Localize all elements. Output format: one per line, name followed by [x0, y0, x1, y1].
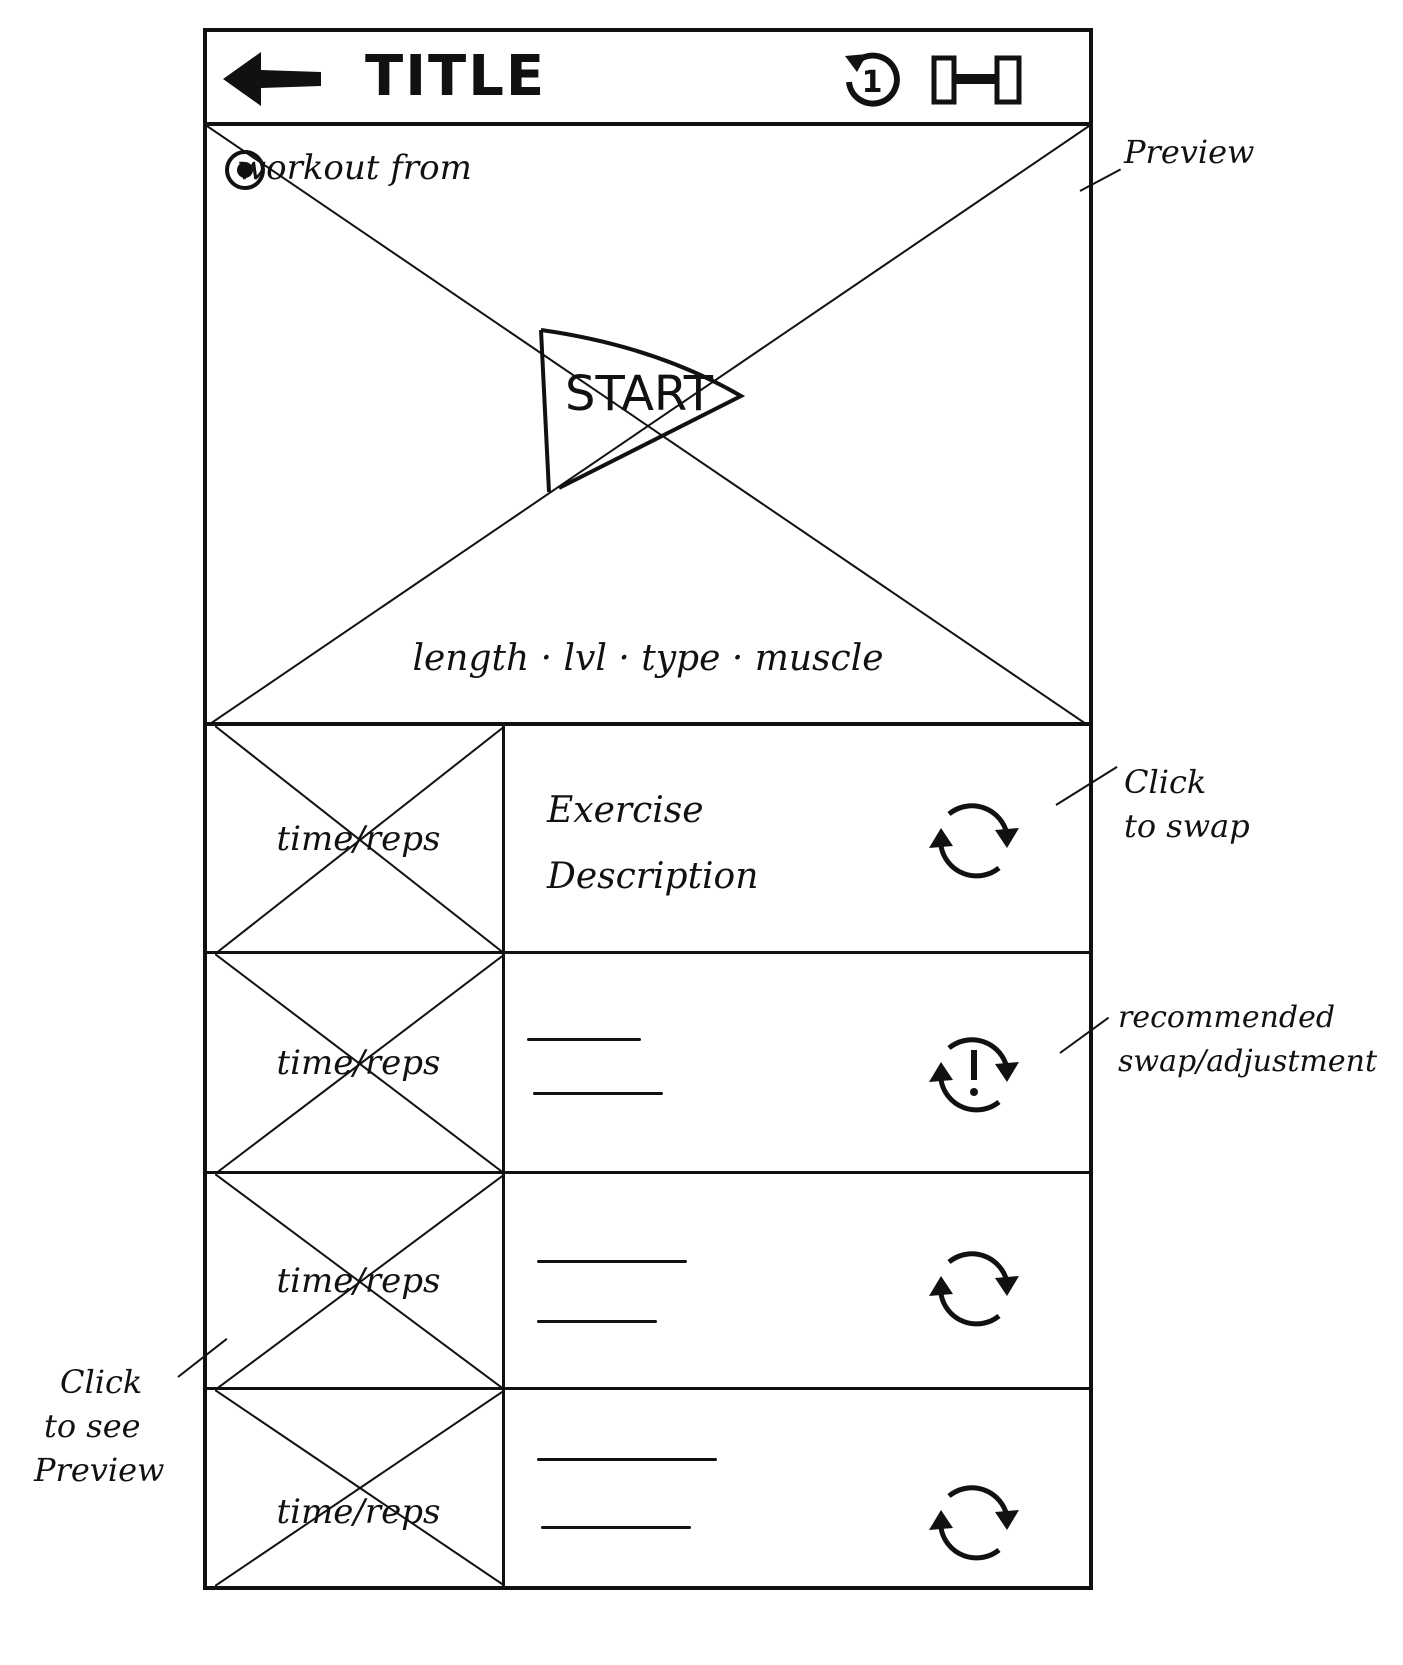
time-reps-label: time/reps [276, 818, 441, 859]
thumbnail-placeholder [215, 726, 505, 954]
exercise-row: time/reps [207, 1174, 1089, 1390]
exercise-thumbnail[interactable]: time/reps [215, 726, 505, 954]
exercise-thumbnail[interactable]: time/reps [215, 1390, 505, 1586]
exercise-row: time/reps [207, 954, 1089, 1174]
annotation-click-preview: Click to see Preview [34, 1360, 164, 1492]
top-bar: TITLE 1 [207, 32, 1089, 126]
exercise-thumbnail[interactable]: time/reps [215, 954, 505, 1174]
back-button[interactable] [221, 46, 325, 112]
annotation-line: swap/adjustment [1118, 1044, 1378, 1079]
swap-button[interactable] [919, 1232, 1029, 1342]
time-reps-label: time/reps [276, 1491, 441, 1532]
annotation-line: recommended [1118, 1000, 1336, 1035]
annotation-line: Click [1124, 763, 1207, 801]
exercise-row: time/reps [207, 1390, 1089, 1586]
annotation-line: to see [44, 1407, 141, 1445]
thumbnail-placeholder [215, 1390, 505, 1586]
start-label: START [565, 366, 714, 422]
dumbbell-icon [931, 55, 1022, 105]
source-logo-icon [225, 150, 265, 190]
swap-icon [929, 1485, 1019, 1561]
meta-separator: · [618, 638, 642, 679]
preview-placeholder [207, 126, 1089, 726]
swap-button[interactable] [919, 784, 1029, 894]
exercise-row: time/reps Exercise Description [207, 726, 1089, 954]
recommended-swap-button[interactable] [919, 1018, 1029, 1128]
start-flag-icon [539, 328, 746, 493]
thumbnail-placeholder [215, 954, 505, 1174]
exercise-title: Exercise [547, 790, 704, 831]
source-label: workout from [237, 148, 472, 188]
workout-preview[interactable]: workout from START length · lvl · type ·… [207, 126, 1089, 726]
meta-muscle: muscle [754, 638, 884, 679]
swap-icon [929, 803, 1019, 879]
annotation-line: to swap [1124, 807, 1250, 845]
source-row: workout from [223, 148, 472, 190]
annotation-line: Click [60, 1363, 143, 1401]
annotation-recommended: recommended swap/adjustment [1118, 996, 1377, 1084]
arrow-left-icon [223, 52, 321, 106]
text-placeholder-line [537, 1320, 657, 1323]
start-button[interactable]: START [535, 326, 755, 496]
meta-separator: · [731, 638, 755, 679]
repeat-button[interactable]: 1 [837, 42, 907, 116]
text-placeholder-line [527, 1038, 641, 1041]
page-title: TITLE [365, 44, 547, 109]
workout-meta: length · lvl · type · muscle [207, 638, 1089, 679]
meta-type: type [641, 638, 721, 679]
meta-length: length [412, 638, 530, 679]
exercise-subtitle: Description [547, 856, 759, 897]
text-placeholder-line [541, 1526, 691, 1529]
svg-text:1: 1 [862, 65, 883, 100]
swap-button[interactable] [919, 1466, 1029, 1576]
text-placeholder-line [537, 1260, 687, 1263]
phone-frame: TITLE 1 workout from [203, 28, 1093, 1590]
annotation-preview: Preview [1124, 133, 1255, 171]
time-reps-label: time/reps [276, 1042, 441, 1083]
time-reps-label: time/reps [276, 1260, 441, 1301]
exercise-thumbnail[interactable]: time/reps [215, 1174, 505, 1390]
text-placeholder-line [537, 1458, 717, 1461]
text-placeholder-line [533, 1092, 663, 1095]
thumbnail-placeholder [215, 1174, 505, 1390]
equipment-button[interactable] [931, 54, 1023, 106]
annotation-line: Preview [34, 1451, 165, 1489]
meta-separator: · [540, 638, 564, 679]
annotation-click-swap: Click to swap [1124, 760, 1250, 848]
swap-icon [929, 1251, 1019, 1327]
meta-level: lvl [563, 638, 607, 679]
exercise-description: Exercise Description [547, 778, 758, 910]
swap-alert-icon [929, 1037, 1019, 1113]
repeat-one-icon: 1 [845, 52, 900, 107]
